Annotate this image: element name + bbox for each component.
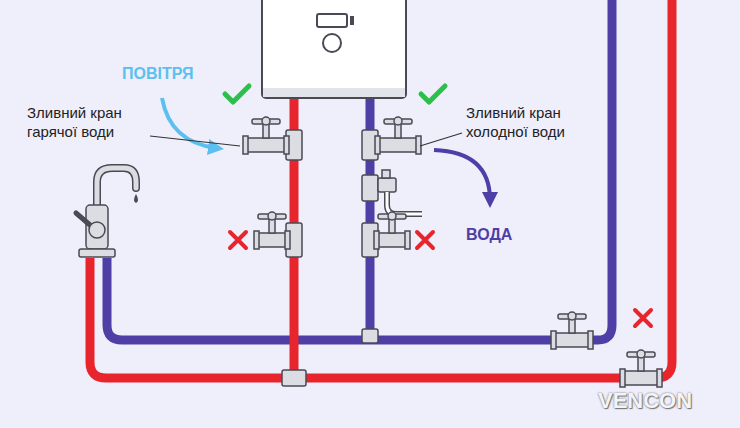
air-label: ПОВІТРЯ [122, 64, 194, 84]
leader-line [420, 133, 462, 146]
cross-mark [635, 310, 651, 326]
check-mark [421, 86, 445, 102]
cross-mark [417, 232, 433, 248]
tee-fitting [362, 175, 378, 201]
check-mark [225, 86, 249, 102]
boiler [262, 0, 406, 98]
tee-fitting [282, 370, 306, 386]
water-label: ВОДА [466, 225, 512, 245]
cross-mark [230, 232, 246, 248]
hose-tap [378, 170, 422, 214]
cold-drain-valve [375, 117, 421, 154]
tee-fitting [286, 223, 302, 257]
watermark: VENCON [598, 387, 692, 415]
water-arrow [434, 150, 490, 200]
faucet [76, 168, 138, 257]
tee-fitting [362, 223, 378, 257]
cold-valve-label: Зливний кран холодної води [466, 103, 616, 141]
leader-line [150, 136, 240, 146]
hot-main-valve [620, 350, 662, 387]
cold-main-valve [551, 312, 593, 349]
cold-lower-valve [374, 212, 410, 249]
hot-lower-valve [254, 212, 290, 249]
hot-valve-label: Зливний кран гарячої води [27, 103, 157, 141]
tee-fitting [362, 329, 378, 343]
hot-drain-valve [243, 117, 289, 154]
